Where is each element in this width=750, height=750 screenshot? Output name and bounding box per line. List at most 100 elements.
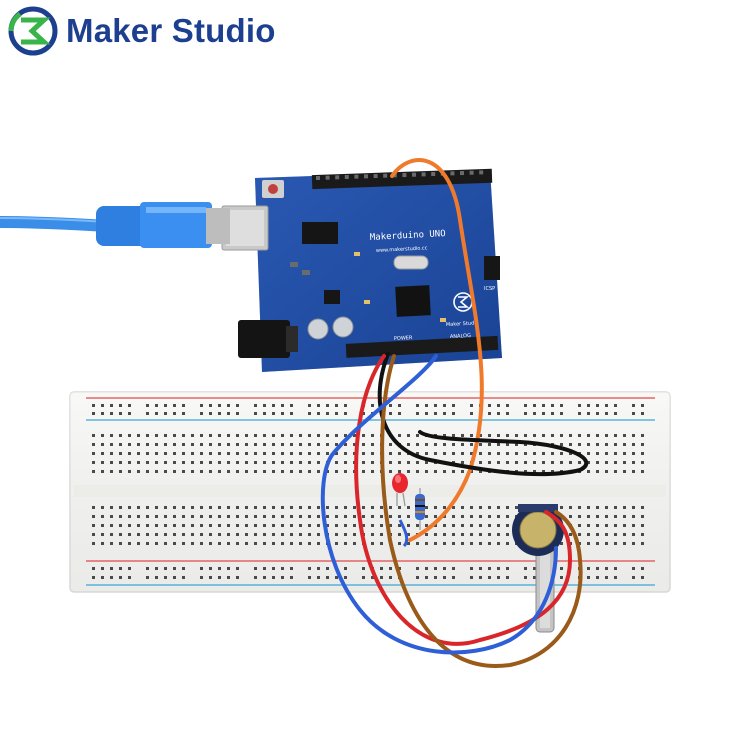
breadboard-hole xyxy=(173,506,176,509)
breadboard-hole xyxy=(101,576,104,579)
breadboard-hole xyxy=(524,443,527,446)
breadboard-hole xyxy=(290,404,293,407)
breadboard-hole xyxy=(353,533,356,536)
breadboard-hole xyxy=(335,515,338,518)
breadboard-hole xyxy=(200,533,203,536)
breadboard-hole xyxy=(641,533,644,536)
breadboard-hole xyxy=(326,524,329,527)
breadboard-hole xyxy=(227,506,230,509)
breadboard-hole xyxy=(605,434,608,437)
breadboard-hole xyxy=(632,470,635,473)
breadboard-hole xyxy=(155,524,158,527)
breadboard-hole xyxy=(524,567,527,570)
breadboard-hole xyxy=(227,542,230,545)
breadboard-hole xyxy=(272,404,275,407)
header-pin xyxy=(354,174,359,179)
usb-cable xyxy=(0,202,230,248)
breadboard-hole xyxy=(272,576,275,579)
breadboard-hole xyxy=(371,576,374,579)
breadboard-hole xyxy=(506,524,509,527)
header-pin xyxy=(450,171,455,176)
breadboard-hole xyxy=(344,533,347,536)
breadboard-hole xyxy=(137,452,140,455)
breadboard-hole xyxy=(218,412,221,415)
breadboard-hole xyxy=(191,443,194,446)
breadboard-hole xyxy=(353,434,356,437)
breadboard-hole xyxy=(344,452,347,455)
breadboard-hole xyxy=(569,533,572,536)
breadboard-hole xyxy=(641,470,644,473)
breadboard-hole xyxy=(569,461,572,464)
header-pin xyxy=(412,172,416,177)
breadboard-hole xyxy=(596,452,599,455)
breadboard-hole xyxy=(461,461,464,464)
breadboard-hole xyxy=(254,404,257,407)
breadboard-hole xyxy=(596,434,599,437)
breadboard-hole xyxy=(317,412,320,415)
breadboard-hole xyxy=(119,434,122,437)
breadboard-hole xyxy=(425,461,428,464)
breadboard-hole xyxy=(245,506,248,509)
breadboard-hole xyxy=(623,443,626,446)
breadboard-hole xyxy=(398,567,401,570)
breadboard-hole xyxy=(281,576,284,579)
breadboard-hole xyxy=(371,515,374,518)
breadboard-hole xyxy=(92,461,95,464)
breadboard-hole xyxy=(290,506,293,509)
breadboard-hole xyxy=(254,470,257,473)
breadboard-hole xyxy=(119,461,122,464)
breadboard-hole xyxy=(209,452,212,455)
breadboard-hole xyxy=(344,470,347,473)
breadboard-hole xyxy=(614,470,617,473)
breadboard-hole xyxy=(110,533,113,536)
breadboard-hole xyxy=(470,443,473,446)
breadboard-hole xyxy=(146,542,149,545)
breadboard-hole xyxy=(182,576,185,579)
breadboard-hole xyxy=(137,434,140,437)
breadboard-hole xyxy=(317,567,320,570)
breadboard-hole xyxy=(155,567,158,570)
breadboard-hole xyxy=(137,524,140,527)
breadboard-hole xyxy=(155,412,158,415)
breadboard-hole xyxy=(407,506,410,509)
breadboard-hole xyxy=(209,470,212,473)
breadboard-hole xyxy=(533,404,536,407)
breadboard-hole xyxy=(416,452,419,455)
breadboard-hole xyxy=(587,461,590,464)
breadboard-hole xyxy=(335,524,338,527)
breadboard-hole xyxy=(335,533,338,536)
breadboard-hole xyxy=(164,461,167,464)
breadboard-hole xyxy=(452,452,455,455)
breadboard-hole xyxy=(254,452,257,455)
breadboard-hole xyxy=(335,443,338,446)
breadboard-hole xyxy=(182,567,185,570)
breadboard-hole xyxy=(128,443,131,446)
breadboard-hole xyxy=(452,515,455,518)
breadboard-hole xyxy=(605,524,608,527)
breadboard-hole xyxy=(254,533,257,536)
breadboard-hole xyxy=(470,533,473,536)
breadboard-hole xyxy=(605,470,608,473)
board-model-label: Makerduino UNO xyxy=(370,229,446,243)
breadboard-hole xyxy=(146,576,149,579)
breadboard-hole xyxy=(407,434,410,437)
breadboard-hole xyxy=(371,461,374,464)
breadboard-hole xyxy=(128,524,131,527)
breadboard-hole xyxy=(200,461,203,464)
breadboard-hole xyxy=(191,470,194,473)
breadboard-hole xyxy=(578,506,581,509)
breadboard-hole xyxy=(461,542,464,545)
breadboard-hole xyxy=(164,412,167,415)
breadboard-hole xyxy=(101,461,104,464)
breadboard-hole xyxy=(506,434,509,437)
breadboard-hole xyxy=(371,434,374,437)
breadboard-hole xyxy=(146,404,149,407)
breadboard-hole xyxy=(425,470,428,473)
breadboard-hole xyxy=(497,542,500,545)
breadboard-hole xyxy=(425,567,428,570)
breadboard-hole xyxy=(605,542,608,545)
breadboard-hole xyxy=(92,412,95,415)
breadboard-hole xyxy=(92,515,95,518)
breadboard-hole xyxy=(407,533,410,536)
breadboard-hole xyxy=(110,404,113,407)
